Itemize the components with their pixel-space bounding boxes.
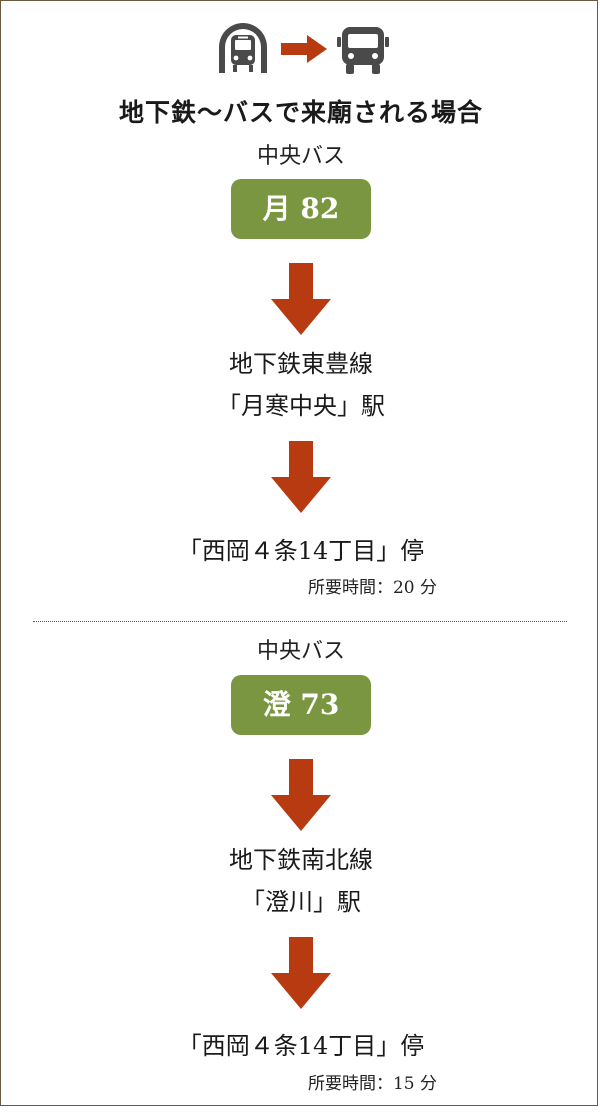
arrow-down-icon xyxy=(271,937,331,1009)
station-name: 「月寒中央」駅 xyxy=(217,392,385,420)
station-line-label: 地下鉄東豊線 xyxy=(229,350,373,378)
arrow-right-icon xyxy=(281,35,327,63)
station-line-label: 地下鉄南北線 xyxy=(229,846,373,874)
bus-line-badge: 月 82 xyxy=(231,179,371,239)
bus-company-label: 中央バス xyxy=(256,639,345,664)
bus-company-label: 中央バス xyxy=(256,144,345,169)
page-title: 地下鉄～バスで来廟される場合 xyxy=(118,98,483,127)
divider xyxy=(33,621,567,622)
subway-icon xyxy=(219,23,267,73)
arrow-down-icon xyxy=(271,759,331,831)
bus-icon xyxy=(337,27,389,74)
travel-time: 所要時間：20 分 xyxy=(307,578,437,598)
bus-stop-name: 「西岡４条14丁目」停 xyxy=(177,537,425,565)
arrow-down-icon xyxy=(271,441,331,513)
station-name: 「澄川」駅 xyxy=(241,888,361,916)
bus-stop-name: 「西岡４条14丁目」停 xyxy=(177,1032,425,1060)
arrow-down-icon xyxy=(271,263,331,335)
travel-time: 所要時間：15 分 xyxy=(307,1074,437,1094)
bus-line-badge: 澄 73 xyxy=(231,675,371,735)
